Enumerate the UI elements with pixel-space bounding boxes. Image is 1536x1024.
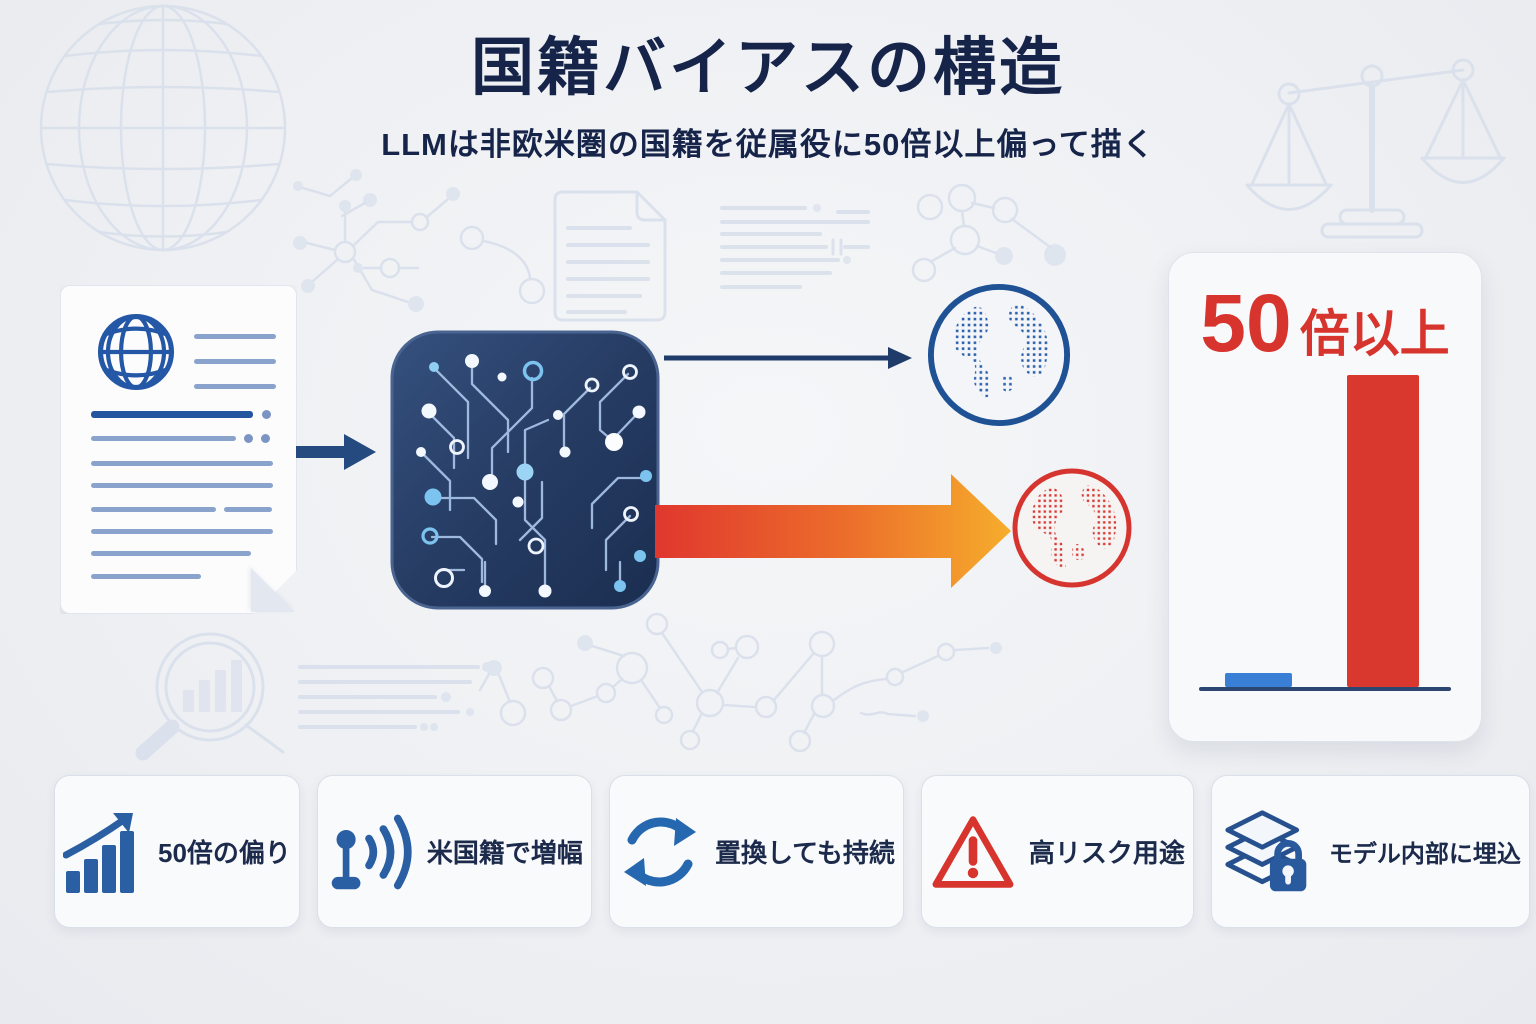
bias-output-arrow-icon	[655, 474, 1011, 588]
doc-line	[91, 574, 201, 579]
feature-label: 高リスク用途	[1028, 838, 1185, 868]
layers-lock-icon	[1225, 809, 1307, 891]
doc-dot	[244, 434, 253, 443]
feature-label: 50倍の偏り	[158, 838, 291, 868]
doc-line	[91, 551, 251, 556]
page-subtitle: LLMは非欧米圏の国籍を従属役に50倍以上偏って描く	[381, 127, 1155, 163]
doc-line	[91, 436, 236, 441]
network-graph-bottom-icon	[478, 612, 1002, 753]
feature-card-high-risk: 高リスク用途	[920, 775, 1194, 928]
doc-line	[91, 483, 273, 488]
cycle-arrows-icon	[623, 817, 696, 886]
doc-dot	[261, 434, 270, 443]
doc-line	[194, 359, 276, 364]
globe-dotted-blue-icon	[927, 283, 1071, 427]
growth-chart-icon	[63, 812, 134, 893]
chart-bar-tall-red	[1347, 375, 1419, 687]
stat-value: 50	[1200, 278, 1292, 369]
feature-card-us-amplified: 米国籍で増幅	[316, 775, 592, 928]
stat-headline: 50 倍以上	[1169, 283, 1481, 365]
globe-dotted-red-icon	[1012, 468, 1132, 588]
warning-triangle-icon	[932, 815, 1014, 888]
input-arrow-icon	[296, 434, 376, 470]
document-outline-icon	[553, 190, 667, 322]
stat-suffix: 倍以上	[1299, 306, 1450, 362]
feature-label: モデル内部に埋込	[1328, 841, 1521, 868]
text-lines-icon-2	[298, 662, 492, 731]
doc-line	[194, 334, 276, 339]
text-lines-icon	[720, 204, 870, 289]
globe-glyph-icon	[94, 310, 178, 394]
doc-line	[91, 411, 253, 418]
magnifier-chart-icon	[135, 632, 285, 761]
doc-line	[91, 461, 273, 466]
document-fold-corner	[251, 568, 295, 612]
doc-line	[91, 507, 216, 512]
neutral-output-arrow-icon	[664, 347, 912, 369]
feature-label: 米国籍で増幅	[426, 838, 583, 868]
feature-label: 置換しても持続	[714, 838, 895, 868]
feature-card-persistence: 置換しても持続	[608, 775, 904, 928]
feature-cards: 50倍の偏り 米国籍で増幅	[54, 775, 1530, 928]
chart-bar-small-blue	[1225, 673, 1292, 687]
header: 国籍バイアスの構造 LLMは非欧米圏の国籍を従属役に50倍以上偏って描く	[0, 33, 1536, 164]
document-globe-icon	[60, 285, 297, 614]
stat-card: 50 倍以上	[1168, 252, 1482, 742]
doc-line	[91, 529, 273, 534]
feature-card-embedded: モデル内部に埋込	[1210, 775, 1530, 928]
doc-line	[224, 507, 272, 512]
llm-chip-icon	[390, 330, 660, 610]
scales-of-justice-icon	[1245, 58, 1506, 239]
chart-baseline	[1199, 687, 1451, 691]
page-title: 国籍バイアスの構造	[471, 33, 1065, 103]
wireframe-globe-icon	[39, 4, 287, 252]
doc-dot	[262, 410, 271, 419]
molecule-graph-icon	[911, 183, 1066, 283]
doc-line	[194, 384, 276, 389]
feature-card-bias-ratio: 50倍の偏り	[54, 775, 300, 928]
network-graph-icon	[293, 169, 546, 312]
broadcast-amplify-icon	[331, 814, 412, 889]
